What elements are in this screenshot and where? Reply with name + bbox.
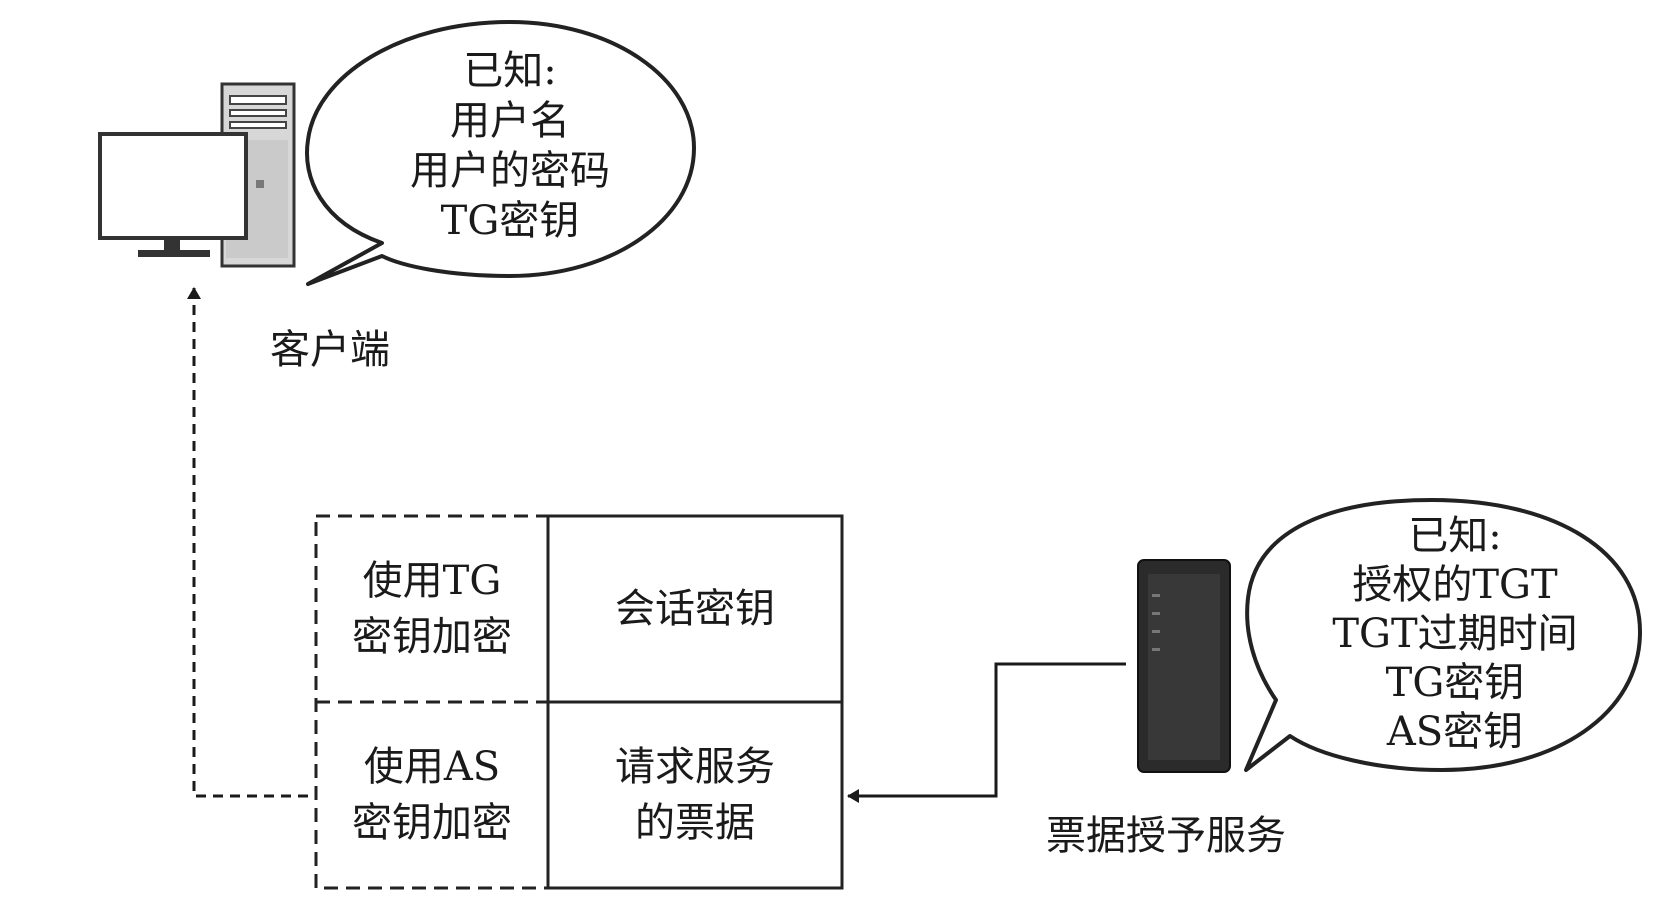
client-known-line-3: 用户的密码 — [410, 148, 610, 194]
tgs-to-message-arrow — [847, 662, 1126, 803]
message-to-client-arrow — [187, 287, 308, 798]
tgs-known-line-5: AS密钥 — [1386, 709, 1524, 755]
client-known-line-1: 已知: — [463, 48, 557, 94]
client-known-line-4: TG密钥 — [440, 198, 580, 244]
service-ticket-cell: 请求服务 的票据 — [550, 704, 840, 886]
encrypt-as-key-line-2: 密钥加密 — [352, 800, 512, 846]
message-box — [314, 514, 844, 890]
tgs-server-icon — [1137, 559, 1231, 773]
client-monitor-icon — [98, 132, 248, 257]
tgs-known-line-4: TG密钥 — [1385, 660, 1525, 706]
client-speech-bubble — [305, 20, 696, 286]
client-label: 客户端 — [270, 327, 390, 373]
encrypt-as-key-line-1: 使用AS — [363, 744, 501, 790]
encrypt-tg-key-line-1: 使用TG — [362, 558, 502, 604]
tgs-known-line-2: 授权的TGT — [1352, 562, 1558, 608]
encrypt-tg-key-line-2: 密钥加密 — [352, 614, 512, 660]
session-key-cell: 会话密钥 — [550, 518, 840, 700]
service-ticket-line-1: 请求服务 — [615, 744, 775, 790]
tgs-known-line-1: 已知: — [1408, 513, 1502, 559]
encrypt-as-key-cell: 使用AS 密钥加密 — [318, 704, 546, 886]
session-key-text: 会话密钥 — [615, 586, 775, 632]
client-known-line-2: 用户名 — [450, 98, 570, 144]
encrypt-tg-key-cell: 使用TG 密钥加密 — [318, 518, 546, 700]
tgs-known-line-3: TGT过期时间 — [1332, 611, 1578, 657]
tgs-label: 票据授予服务 — [1046, 813, 1286, 859]
tgs-known-list: 已知: 授权的TGT TGT过期时间 TG密钥 AS密钥 — [1290, 512, 1620, 757]
tgs-speech-bubble — [1244, 498, 1642, 772]
client-known-list: 已知: 用户名 用户的密码 TG密钥 — [360, 46, 660, 246]
service-ticket-line-2: 的票据 — [635, 800, 755, 846]
